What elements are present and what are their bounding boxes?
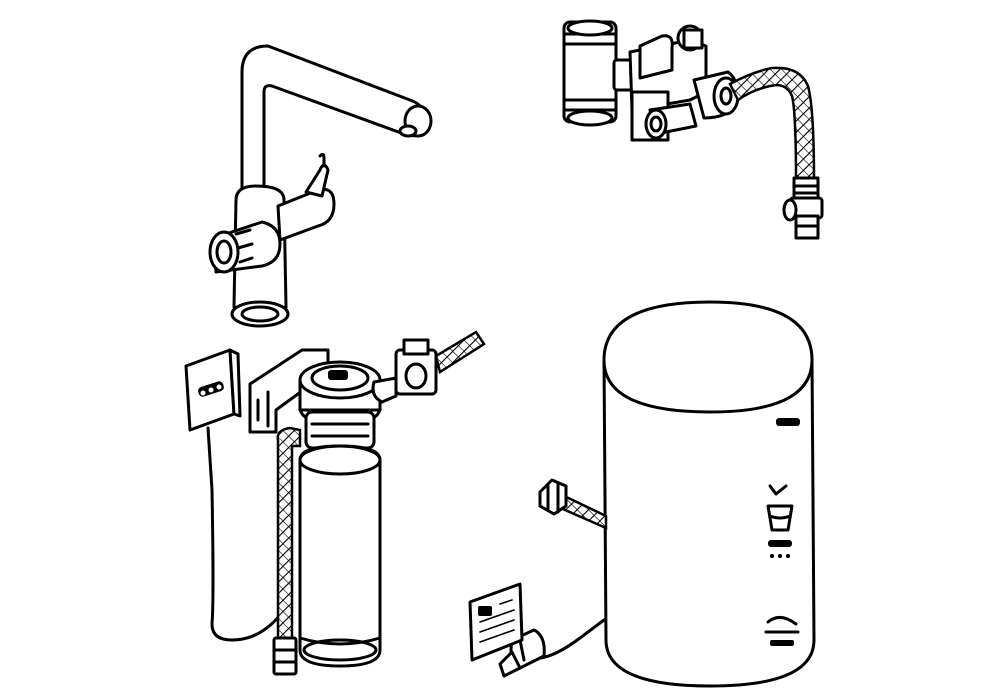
filter-unit xyxy=(184,330,486,676)
mixing-valve xyxy=(562,19,824,240)
faucet xyxy=(208,44,433,328)
boiler xyxy=(468,300,816,688)
